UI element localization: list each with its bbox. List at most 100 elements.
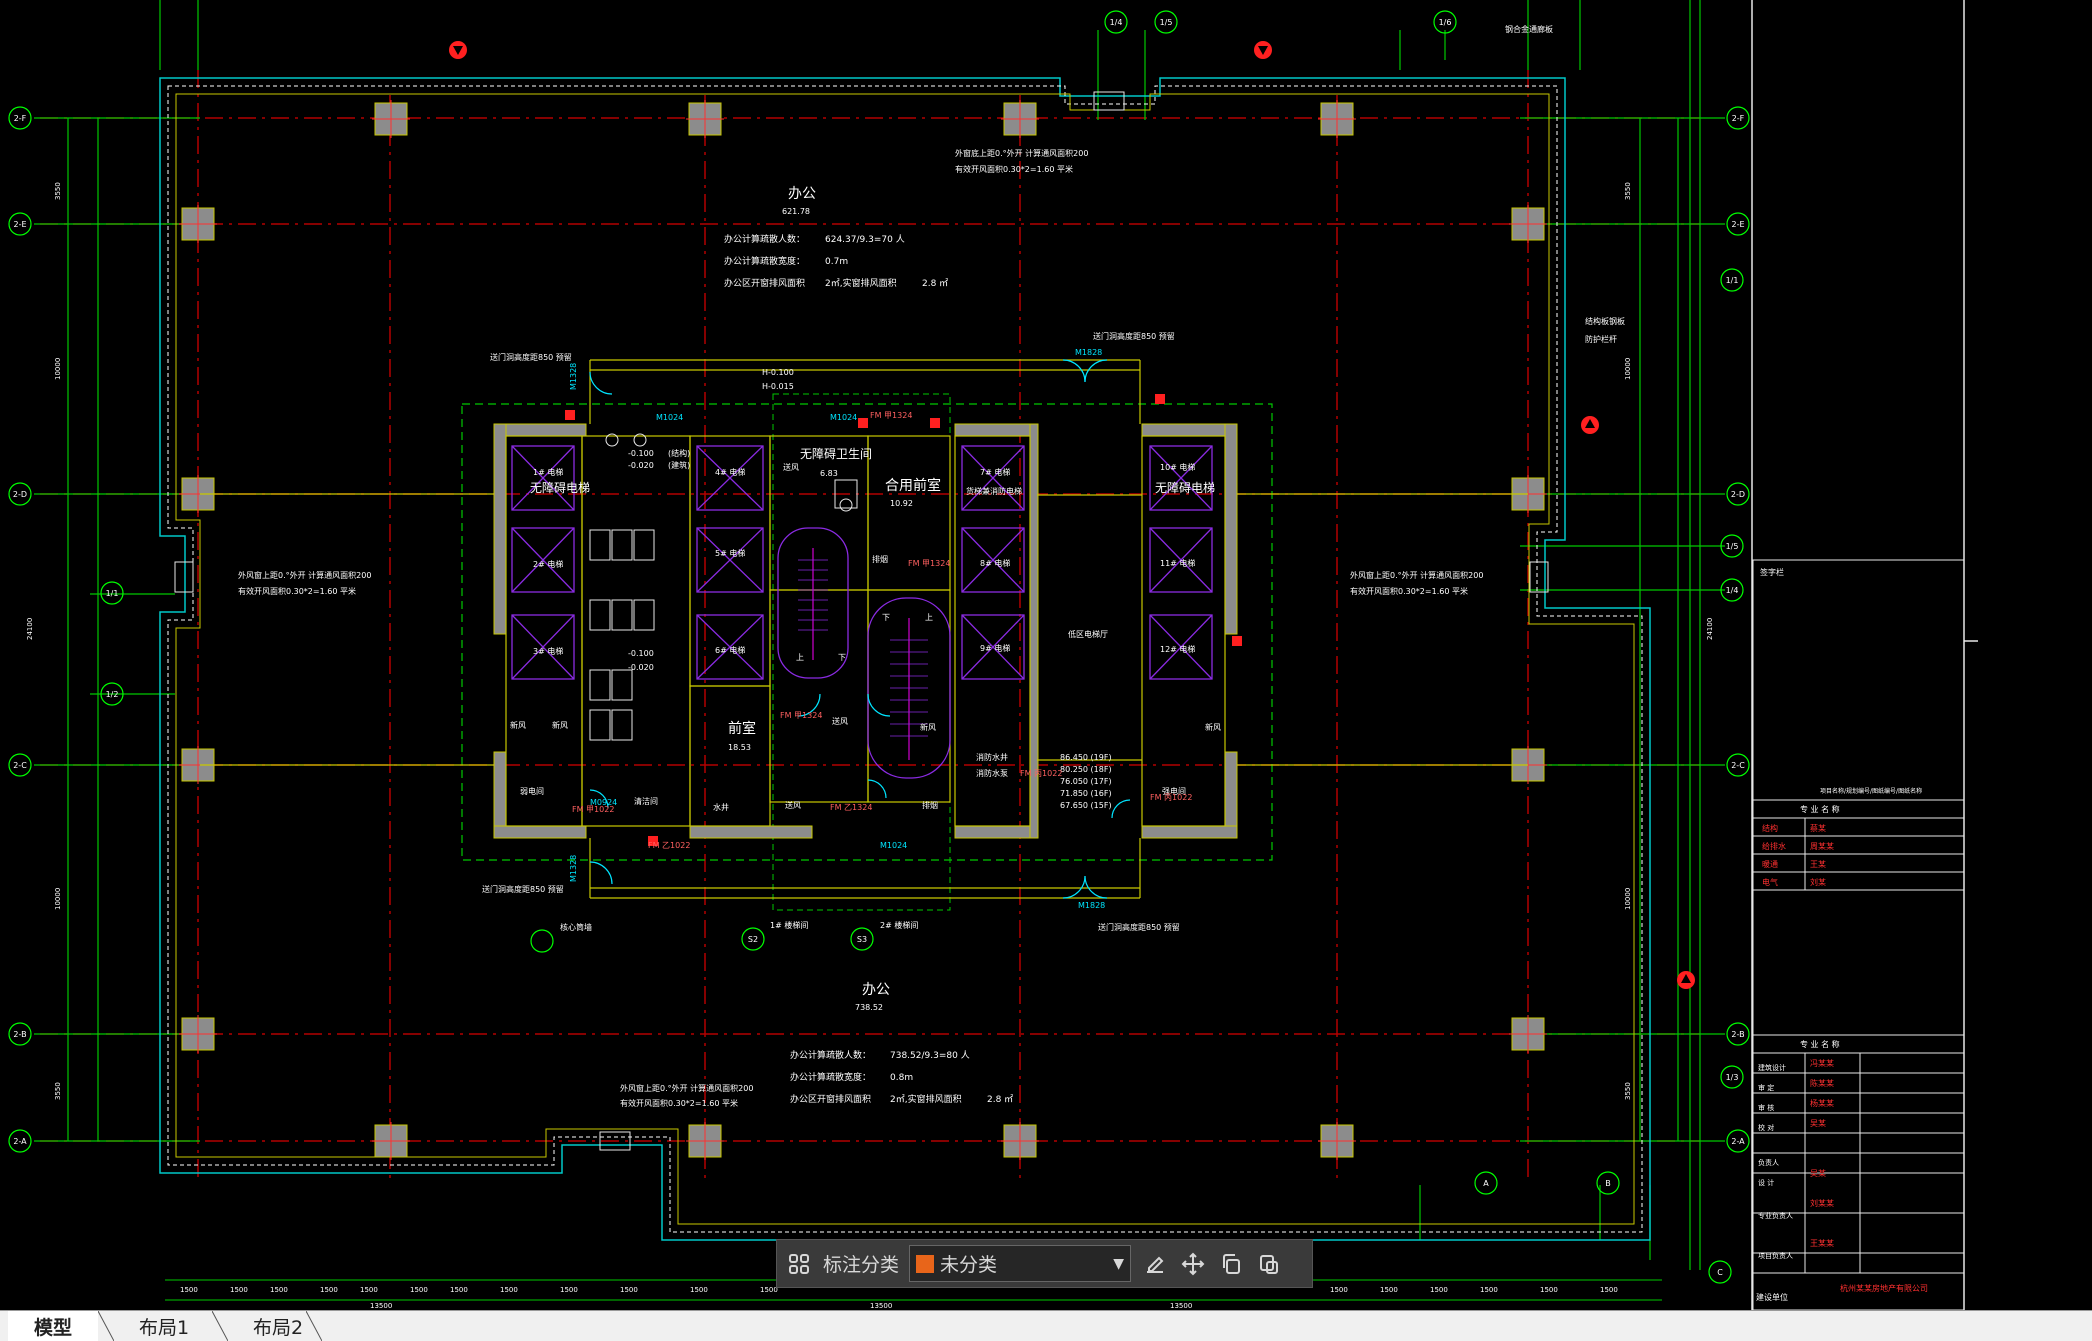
svg-text:10000: 10000 — [1624, 888, 1632, 910]
svg-text:冯某某: 冯某某 — [1810, 1059, 1834, 1068]
svg-text:1500: 1500 — [1380, 1286, 1398, 1294]
svg-text:1500: 1500 — [560, 1286, 578, 1294]
svg-text:有效开风面积0.30*2=1.60 平米: 有效开风面积0.30*2=1.60 平米 — [1350, 586, 1468, 596]
core-walls — [493, 423, 1238, 839]
tab-layout2[interactable]: 布局2 — [252, 1316, 304, 1339]
svg-text:1/5: 1/5 — [1726, 542, 1739, 551]
svg-text:10000: 10000 — [54, 888, 62, 910]
annotation-category-label: 标注分类 — [823, 1254, 900, 1276]
svg-text:71.850 (16F): 71.850 (16F) — [1060, 789, 1112, 798]
svg-text:2-A: 2-A — [13, 1137, 27, 1146]
svg-text:新风: 新风 — [920, 722, 936, 732]
svg-text:送风: 送风 — [832, 716, 848, 726]
svg-text:1500: 1500 — [1480, 1286, 1498, 1294]
svg-text:5# 电梯: 5# 电梯 — [715, 548, 745, 558]
svg-text:无障碍电梯: 无障碍电梯 — [1155, 480, 1215, 495]
svg-text:设 计: 设 计 — [1758, 1178, 1774, 1187]
svg-text:建设单位: 建设单位 — [1756, 1292, 1788, 1302]
svg-text:送门洞高度距850 预留: 送门洞高度距850 预留 — [1093, 331, 1175, 341]
move-icon[interactable] — [1179, 1250, 1207, 1278]
svg-text:2-F: 2-F — [1732, 114, 1745, 123]
svg-text:8# 电梯: 8# 电梯 — [980, 558, 1010, 568]
svg-text:上: 上 — [796, 653, 804, 662]
column-crosses — [179, 100, 1547, 1160]
svg-text:蔡某: 蔡某 — [1810, 823, 1826, 833]
svg-text:外风窗上距0.°外开 计算通风面积200: 外风窗上距0.°外开 计算通风面积200 — [620, 1083, 753, 1093]
svg-text:1500: 1500 — [320, 1286, 338, 1294]
copy-icon[interactable] — [1217, 1250, 1245, 1278]
svg-text:2-B: 2-B — [13, 1030, 26, 1039]
svg-text:办公计算疏散宽度：: 办公计算疏散宽度： — [724, 255, 805, 267]
svg-text:7# 电梯: 7# 电梯 — [980, 467, 1010, 477]
paste-icon[interactable] — [1255, 1250, 1283, 1278]
svg-text:10# 电梯: 10# 电梯 — [1160, 462, 1195, 472]
svg-text:13500: 13500 — [1170, 1302, 1192, 1310]
svg-text:吴某: 吴某 — [1810, 1119, 1826, 1128]
room-office-bottom: 办公 — [862, 982, 890, 998]
svg-text:24100: 24100 — [1706, 618, 1714, 640]
calc-bottom: 办公计算疏散人数： 738.52/9.3=80 人 办公计算疏散宽度： 0.8m… — [790, 1049, 1013, 1105]
svg-text:强电间: 强电间 — [1162, 786, 1186, 796]
svg-text:-0.020: -0.020 — [628, 461, 654, 470]
edit-icon[interactable] — [1141, 1250, 1169, 1278]
door-labels: M1828 M1828 M1024 M1024 M1024 M0924 M132… — [569, 348, 1105, 910]
svg-text:有效开风面积0.30*2=1.60 平米: 有效开风面积0.30*2=1.60 平米 — [238, 586, 356, 596]
svg-text:1500: 1500 — [270, 1286, 288, 1294]
svg-text:1500: 1500 — [450, 1286, 468, 1294]
svg-text:2-E: 2-E — [13, 220, 26, 229]
svg-text:送门洞高度距850 预留: 送门洞高度距850 预留 — [490, 352, 572, 362]
svg-text:1500: 1500 — [360, 1286, 378, 1294]
svg-text:送风: 送风 — [783, 462, 799, 472]
svg-text:1/1: 1/1 — [106, 589, 119, 598]
svg-text:周某某: 周某某 — [1810, 842, 1834, 851]
svg-text:有效开风面积0.30*2=1.60 平米: 有效开风面积0.30*2=1.60 平米 — [620, 1098, 738, 1108]
svg-text:签字栏: 签字栏 — [1760, 567, 1784, 577]
svg-text:6.83: 6.83 — [820, 469, 838, 478]
outer-walls — [159, 77, 1651, 1241]
svg-text:3550: 3550 — [1624, 182, 1632, 200]
svg-text:3# 电梯: 3# 电梯 — [533, 646, 563, 656]
svg-text:1/6: 1/6 — [1439, 18, 1452, 27]
svg-text:9# 电梯: 9# 电梯 — [980, 643, 1010, 653]
svg-text:王某某: 王某某 — [1810, 1239, 1834, 1248]
tab-model[interactable]: 模型 — [8, 1311, 98, 1341]
svg-text:建筑设计: 建筑设计 — [1758, 1063, 1786, 1072]
svg-text:B: B — [1605, 1179, 1611, 1188]
svg-text:办公区开窗排风面积: 办公区开窗排风面积 — [790, 1093, 871, 1105]
svg-text:0.7m: 0.7m — [825, 257, 848, 267]
svg-text:2.8 ㎡: 2.8 ㎡ — [922, 278, 948, 289]
svg-text:1500: 1500 — [1330, 1286, 1348, 1294]
svg-text:办公计算疏散人数：: 办公计算疏散人数： — [790, 1049, 871, 1061]
svg-text:送风: 送风 — [785, 800, 801, 810]
grid-view-icon[interactable] — [785, 1250, 813, 1278]
tab-separator — [212, 1311, 228, 1341]
svg-text:4# 电梯: 4# 电梯 — [715, 467, 745, 477]
cad-viewport[interactable]: 3550 10000 24100 10000 3550 3550 10000 2… — [0, 0, 2092, 1310]
svg-text:杨某某: 杨某某 — [1810, 1098, 1834, 1108]
svg-text:审 定: 审 定 — [1758, 1083, 1774, 1092]
svg-text:-0.100: -0.100 — [628, 649, 654, 658]
svg-text:王某: 王某 — [1810, 860, 1826, 869]
svg-text:2.8 ㎡: 2.8 ㎡ — [987, 1094, 1013, 1105]
svg-text:11# 电梯: 11# 电梯 — [1160, 558, 1195, 568]
dims-left: 3550 10000 24100 10000 3550 3550 10000 2… — [26, 182, 1714, 1100]
svg-text:1500: 1500 — [690, 1286, 708, 1294]
tab-layout1[interactable]: 布局1 — [138, 1316, 190, 1339]
svg-text:624.37/9.3=70 人: 624.37/9.3=70 人 — [825, 234, 905, 245]
title-block-red: 结构蔡某 给排水周某某 暖通王某 电气刘某 冯某某 陈某某 杨某某 吴某 吴某 … — [1762, 823, 1928, 1293]
svg-text:3550: 3550 — [54, 182, 62, 200]
svg-text:2-C: 2-C — [13, 761, 27, 770]
svg-text:76.050 (17F): 76.050 (17F) — [1060, 777, 1112, 786]
category-color-swatch — [916, 1254, 935, 1273]
svg-text:2# 楼梯间: 2# 楼梯间 — [880, 920, 918, 930]
svg-text:1500: 1500 — [760, 1286, 778, 1294]
svg-text:3550: 3550 — [1624, 1082, 1632, 1100]
svg-text:M1024: M1024 — [880, 841, 907, 850]
svg-text:给排水: 给排水 — [1762, 841, 1786, 851]
svg-text:H-0.100: H-0.100 — [762, 368, 794, 377]
svg-text:C: C — [1717, 1268, 1723, 1277]
annotation-category-select[interactable]: 未分类 ▼ — [909, 1245, 1132, 1282]
svg-text:货梯兼消防电梯: 货梯兼消防电梯 — [966, 486, 1022, 496]
svg-text:24100: 24100 — [26, 618, 34, 640]
svg-text:新风: 新风 — [552, 720, 568, 730]
